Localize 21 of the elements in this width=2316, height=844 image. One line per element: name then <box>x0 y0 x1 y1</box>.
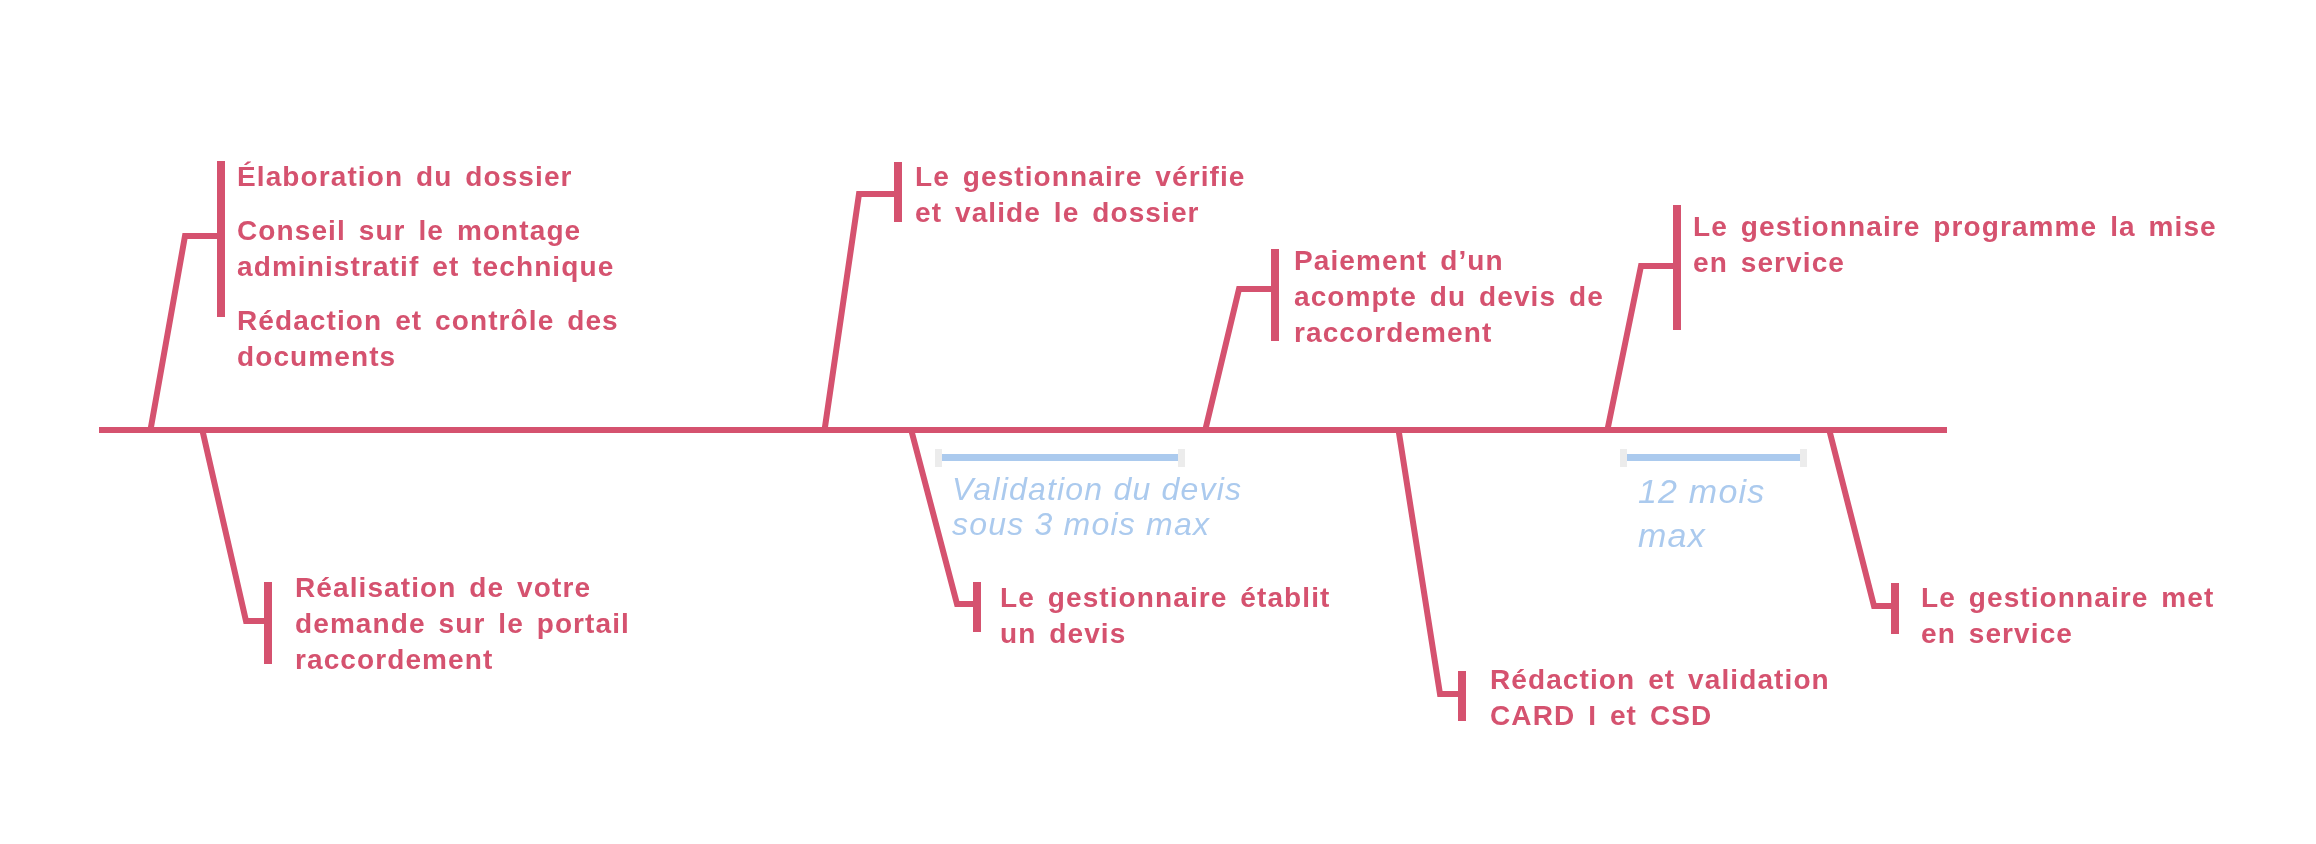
branch-line <box>822 191 897 430</box>
step-text: Paiement d’un acompte du devis de raccordement <box>1294 244 1605 350</box>
step-text: Le gestionnaire vérifie et valide le dossier <box>915 160 1247 230</box>
branch-line <box>909 430 976 607</box>
step-text: Rédaction et validation CARD I et CSD <box>1490 663 1831 733</box>
step-text: Réalisation de votre demande sur le portail raccordement <box>295 571 631 677</box>
step-text: Conseil sur le montage administratif et technique <box>237 214 616 284</box>
step-text: Le gestionnaire programme la mise en service <box>1693 210 2218 280</box>
duration-label: 12 mois max <box>1638 471 1767 556</box>
branch-line <box>1203 286 1274 430</box>
branch-line <box>148 233 220 430</box>
branch-line <box>1827 430 1894 609</box>
duration-label: Validation du devis sous 3 mois max <box>952 472 1244 542</box>
branch-line <box>1396 430 1461 697</box>
step-text: Rédaction et contrôle des documents <box>237 304 620 374</box>
step-text: Le gestionnaire établit un devis <box>1000 581 1332 651</box>
branch-line <box>1605 263 1676 430</box>
step-text: Le gestionnaire met en service <box>1921 581 2216 651</box>
step-text: Élaboration du dossier <box>237 160 574 194</box>
branch-line <box>200 430 267 624</box>
timeline-axis <box>99 427 1947 433</box>
